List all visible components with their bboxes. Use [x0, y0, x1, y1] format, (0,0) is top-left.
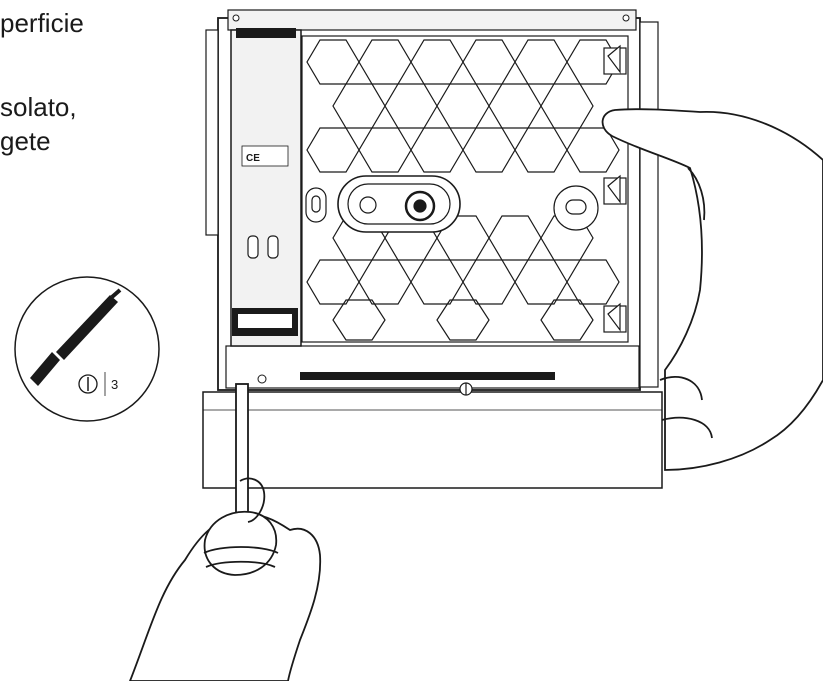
electronics-module: CE — [230, 28, 302, 347]
instruction-line-3: gete — [0, 126, 51, 156]
tool-blade-size: 3 — [111, 377, 118, 392]
base-box — [202, 391, 663, 489]
instruction-line-1: perficie — [0, 8, 84, 38]
ce-marking: CE — [246, 153, 260, 164]
honeycomb-backplate — [301, 35, 629, 343]
instruction-line-2: solato, — [0, 92, 77, 122]
instruction-text: perficie solato, gete — [0, 0, 190, 170]
hand-with-screwdriver — [129, 383, 322, 681]
tool-callout: 3 — [14, 276, 160, 422]
flat-screwdriver-icon — [30, 288, 122, 386]
hand-pressing-clip — [601, 108, 823, 471]
